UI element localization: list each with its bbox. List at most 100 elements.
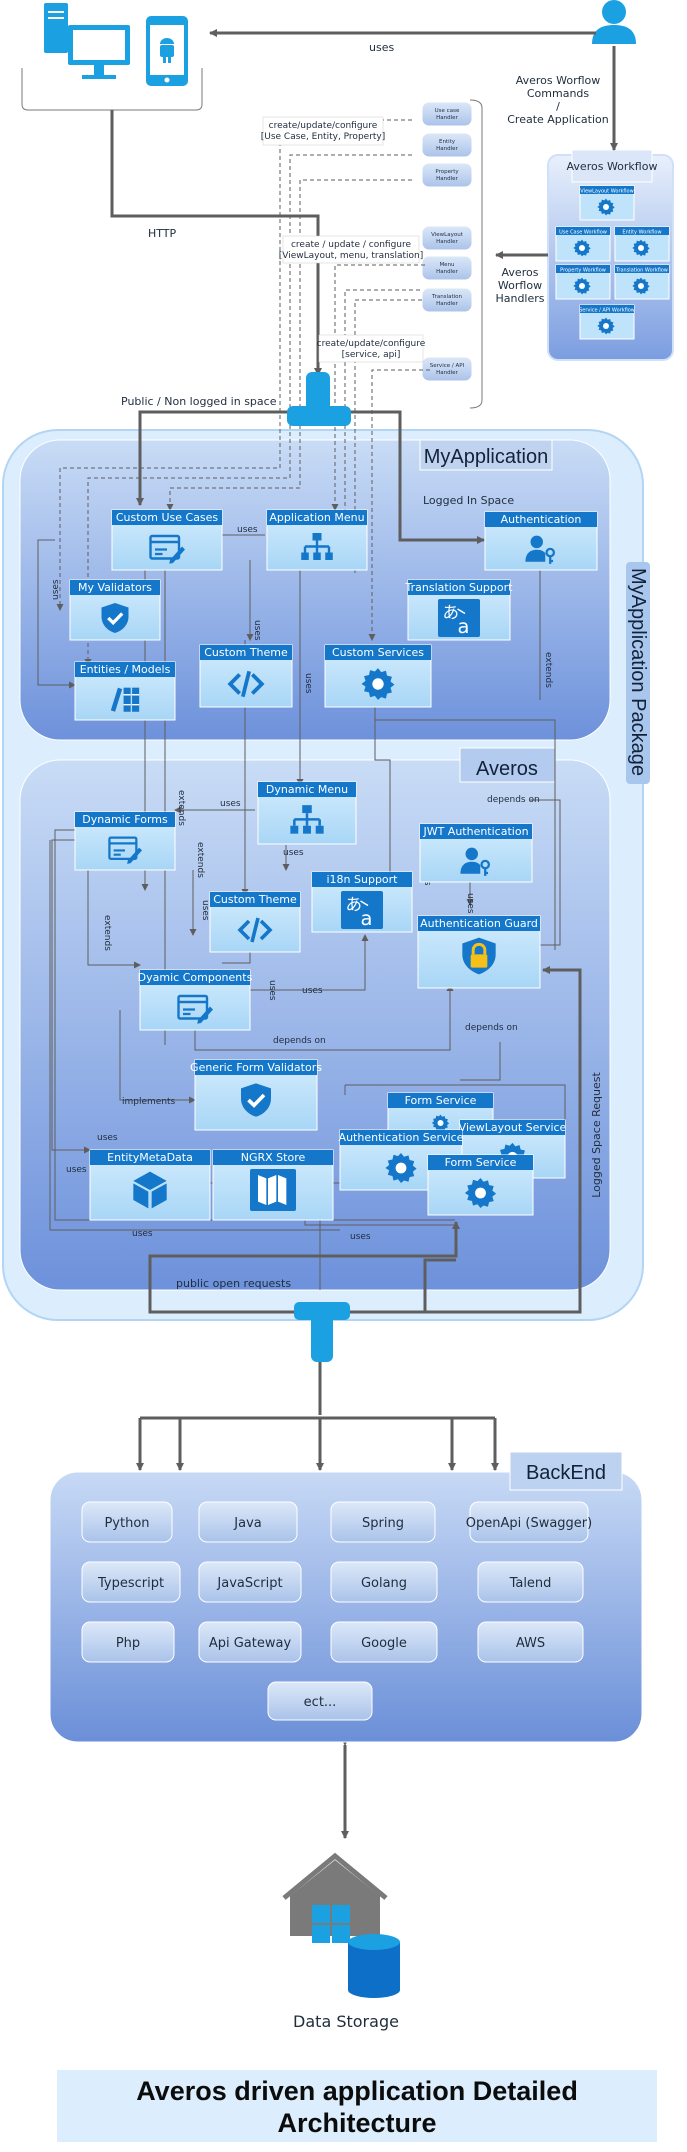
backend-tech-label: Golang [361, 1576, 407, 1591]
label-http: HTTP [148, 227, 177, 240]
authentication-card: Authentication [484, 511, 598, 571]
label-uses-2: uses [51, 579, 61, 600]
workflow-item-label: ViewLayout Workflow [580, 189, 633, 195]
label-handlers-cmd2: create / update / configure[ViewLayout, … [279, 235, 424, 264]
backend-tech-label: JavaScript [216, 1576, 282, 1591]
label-uses-6: uses [283, 848, 304, 858]
label-handlers-cmd3: create/update/configure[service, api] [317, 334, 426, 363]
card-title: Authentication Service [339, 1131, 464, 1144]
backend-tech-label: Google [361, 1636, 407, 1651]
label-extends-2: extends [176, 790, 186, 826]
custom-services-card: Custom Services [324, 644, 432, 708]
card-title: Custom Services [332, 646, 424, 659]
label-uses-1: uses [237, 525, 258, 535]
workflow-item-label: Service / API Workflow [579, 308, 635, 314]
backend-tech-label: Talend [509, 1576, 552, 1591]
card-title: JWT Authentication [422, 825, 528, 838]
backend-tech: Api Gateway [198, 1621, 302, 1663]
workflow-item-label: Translation Workflow [615, 268, 668, 274]
backend-tech-label: OpenApi (Swagger) [466, 1516, 592, 1531]
workflow-item: Use Case Workflow [555, 226, 611, 262]
backend-tech: AWS [477, 1621, 584, 1663]
label-uses-top: uses [369, 41, 394, 54]
authentication-service-card: Authentication Service [339, 1129, 464, 1191]
dynamic-components-card: Dyamic Components [138, 969, 253, 1031]
workflow-title: Averos Workflow [567, 160, 658, 173]
backend-tech: Python [81, 1501, 173, 1543]
averos-custom-theme-card: Custom Theme [209, 891, 301, 953]
ngrx-store-card: NGRX Store [212, 1149, 334, 1221]
label-public-open-requests: public open requests [176, 1277, 291, 1290]
backend-tech-label: Spring [362, 1516, 404, 1531]
backend-tech: Google [330, 1621, 438, 1663]
label-public-space: Public / Non logged in space [121, 395, 277, 408]
dynamic-forms-card: Dynamic Forms [74, 811, 176, 871]
package-label: MyApplication Package [627, 568, 649, 776]
backend-tech-label: Typescript [97, 1576, 164, 1591]
client-devices-group [21, 3, 203, 111]
gateway-t-top [287, 372, 351, 426]
label-uses-15: uses [350, 1232, 371, 1242]
card-title: i18n Support [326, 873, 398, 886]
card-title: Form Service [445, 1156, 517, 1169]
entities-models-card: Entities / Models [74, 661, 176, 721]
label-extends-1: extends [543, 652, 553, 688]
handlers-bracket [469, 99, 483, 409]
card-title: Authentication [501, 513, 582, 526]
card-title: Generic Form Validators [190, 1061, 322, 1074]
workflow-item-label: Use Case Workflow [559, 230, 607, 236]
svg-text:create/update/configure[servic: create/update/configure[service, api] [317, 339, 426, 360]
averos-header: Averos [476, 758, 538, 780]
server-icon [44, 3, 68, 53]
card-title: Application Menu [269, 511, 364, 524]
label-logged-in-space: Logged In Space [423, 494, 514, 507]
gateway-t-bottom [294, 1302, 350, 1362]
backend-tech: JavaScript [198, 1561, 302, 1603]
custom-theme-card: Custom Theme [199, 644, 293, 708]
backend-tech: Spring [330, 1501, 436, 1543]
data-storage-icon [282, 1852, 400, 1998]
card-title: Authentication Guard [420, 917, 538, 930]
label-depends-on-2: depends on [273, 1036, 326, 1046]
label-uses-3: uses [252, 620, 262, 641]
card-title: Form Service [405, 1094, 477, 1107]
workflow-item: Property Workflow [555, 264, 611, 300]
dynamic-menu-card: Dynamic Menu [257, 781, 357, 845]
card-title: ViewLayout Service [459, 1121, 567, 1134]
backend-tech-label: Php [116, 1636, 140, 1651]
storage-label: Data Storage [293, 2012, 399, 2031]
svg-text:create / update / configure[Vi: create / update / configure[ViewLayout, … [279, 240, 424, 261]
card-title: Entities / Models [80, 663, 171, 676]
label-uses-4: uses [303, 673, 313, 694]
store-icon [258, 1175, 287, 1205]
title-box [57, 2070, 657, 2142]
label-uses-8: uses [200, 900, 210, 921]
card-title: Custom Theme [213, 893, 297, 906]
label-uses-13: uses [66, 1165, 87, 1175]
application-menu-card: Application Menu [266, 509, 368, 571]
backend-tech-label: AWS [516, 1636, 545, 1651]
desktop-icon [68, 25, 130, 79]
workflow-item: ViewLayout Workflow [579, 185, 635, 221]
label-uses-10: uses [267, 980, 277, 1001]
card-title: EntityMetaData [107, 1151, 193, 1164]
workflow-item: Translation Workflow [614, 264, 670, 300]
label-handlers-cmd1: create/update/configure[Use Case, Entity… [261, 116, 385, 146]
custom-use-cases-card: Custom Use Cases [111, 509, 223, 571]
my-validators-card: My Validators [69, 579, 161, 641]
label-uses-14: uses [132, 1229, 153, 1239]
